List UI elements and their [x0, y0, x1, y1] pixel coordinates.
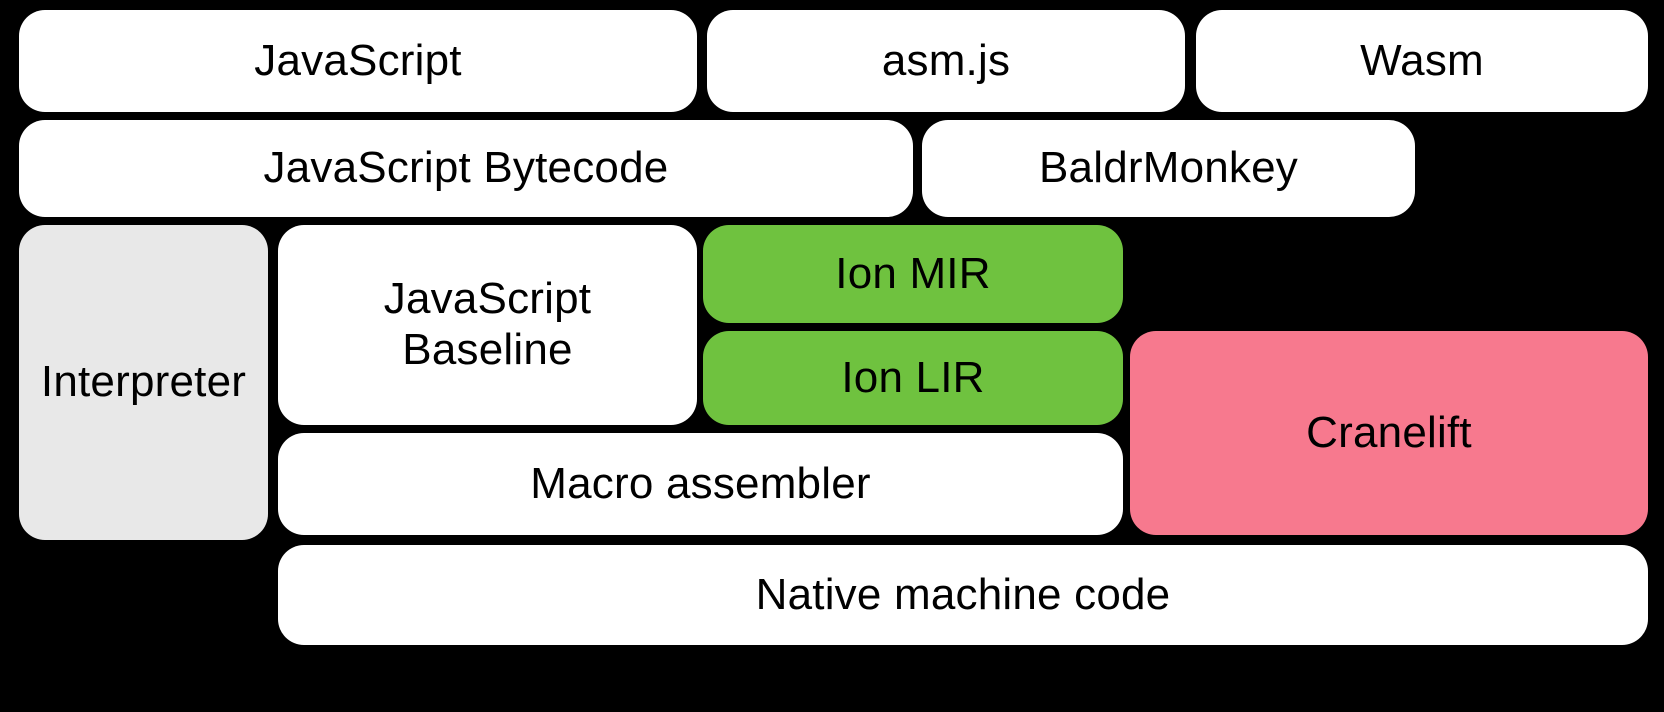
- node-cranelift[interactable]: Cranelift: [1130, 331, 1648, 535]
- node-interpreter[interactable]: Interpreter: [19, 225, 268, 540]
- node-wasm[interactable]: Wasm: [1196, 10, 1648, 112]
- node-ion-lir[interactable]: Ion LIR: [703, 331, 1123, 425]
- node-native-machine-code[interactable]: Native machine code: [278, 545, 1648, 645]
- node-ion-mir[interactable]: Ion MIR: [703, 225, 1123, 323]
- node-baldrmonkey[interactable]: BaldrMonkey: [922, 120, 1415, 217]
- node-asm-js[interactable]: asm.js: [707, 10, 1185, 112]
- node-javascript[interactable]: JavaScript: [19, 10, 697, 112]
- node-javascript-baseline[interactable]: JavaScript Baseline: [278, 225, 697, 425]
- node-javascript-bytecode[interactable]: JavaScript Bytecode: [19, 120, 913, 217]
- node-macro-assembler[interactable]: Macro assembler: [278, 433, 1123, 535]
